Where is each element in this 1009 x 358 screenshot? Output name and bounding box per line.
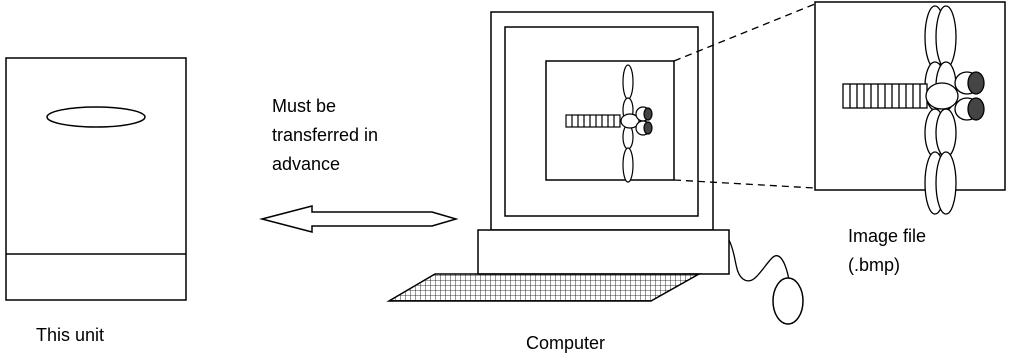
transfer-note-line-1: Must be bbox=[272, 96, 337, 116]
keyboard-icon bbox=[386, 273, 702, 302]
transfer-note: Must be transferred in advance bbox=[272, 92, 378, 179]
zoom-lines bbox=[673, 3, 816, 189]
image-file-label-line-1: Image file bbox=[848, 226, 927, 246]
computer-label: Computer bbox=[526, 333, 606, 353]
dragonfly-small-icon bbox=[565, 64, 653, 183]
mouse-icon bbox=[728, 239, 804, 325]
this-unit-label: This unit bbox=[36, 325, 105, 345]
dragonfly-image-icon bbox=[842, 5, 985, 215]
computer-base bbox=[477, 229, 730, 275]
transfer-note-line-3: advance bbox=[272, 154, 341, 174]
image-file-label: Image file (.bmp) bbox=[848, 222, 926, 280]
transfer-note-line-2: transferred in bbox=[272, 125, 379, 145]
image-file-label-line-2: (.bmp) bbox=[848, 255, 901, 275]
device-unit-icon bbox=[5, 57, 187, 301]
transfer-arrow-icon bbox=[259, 205, 459, 233]
